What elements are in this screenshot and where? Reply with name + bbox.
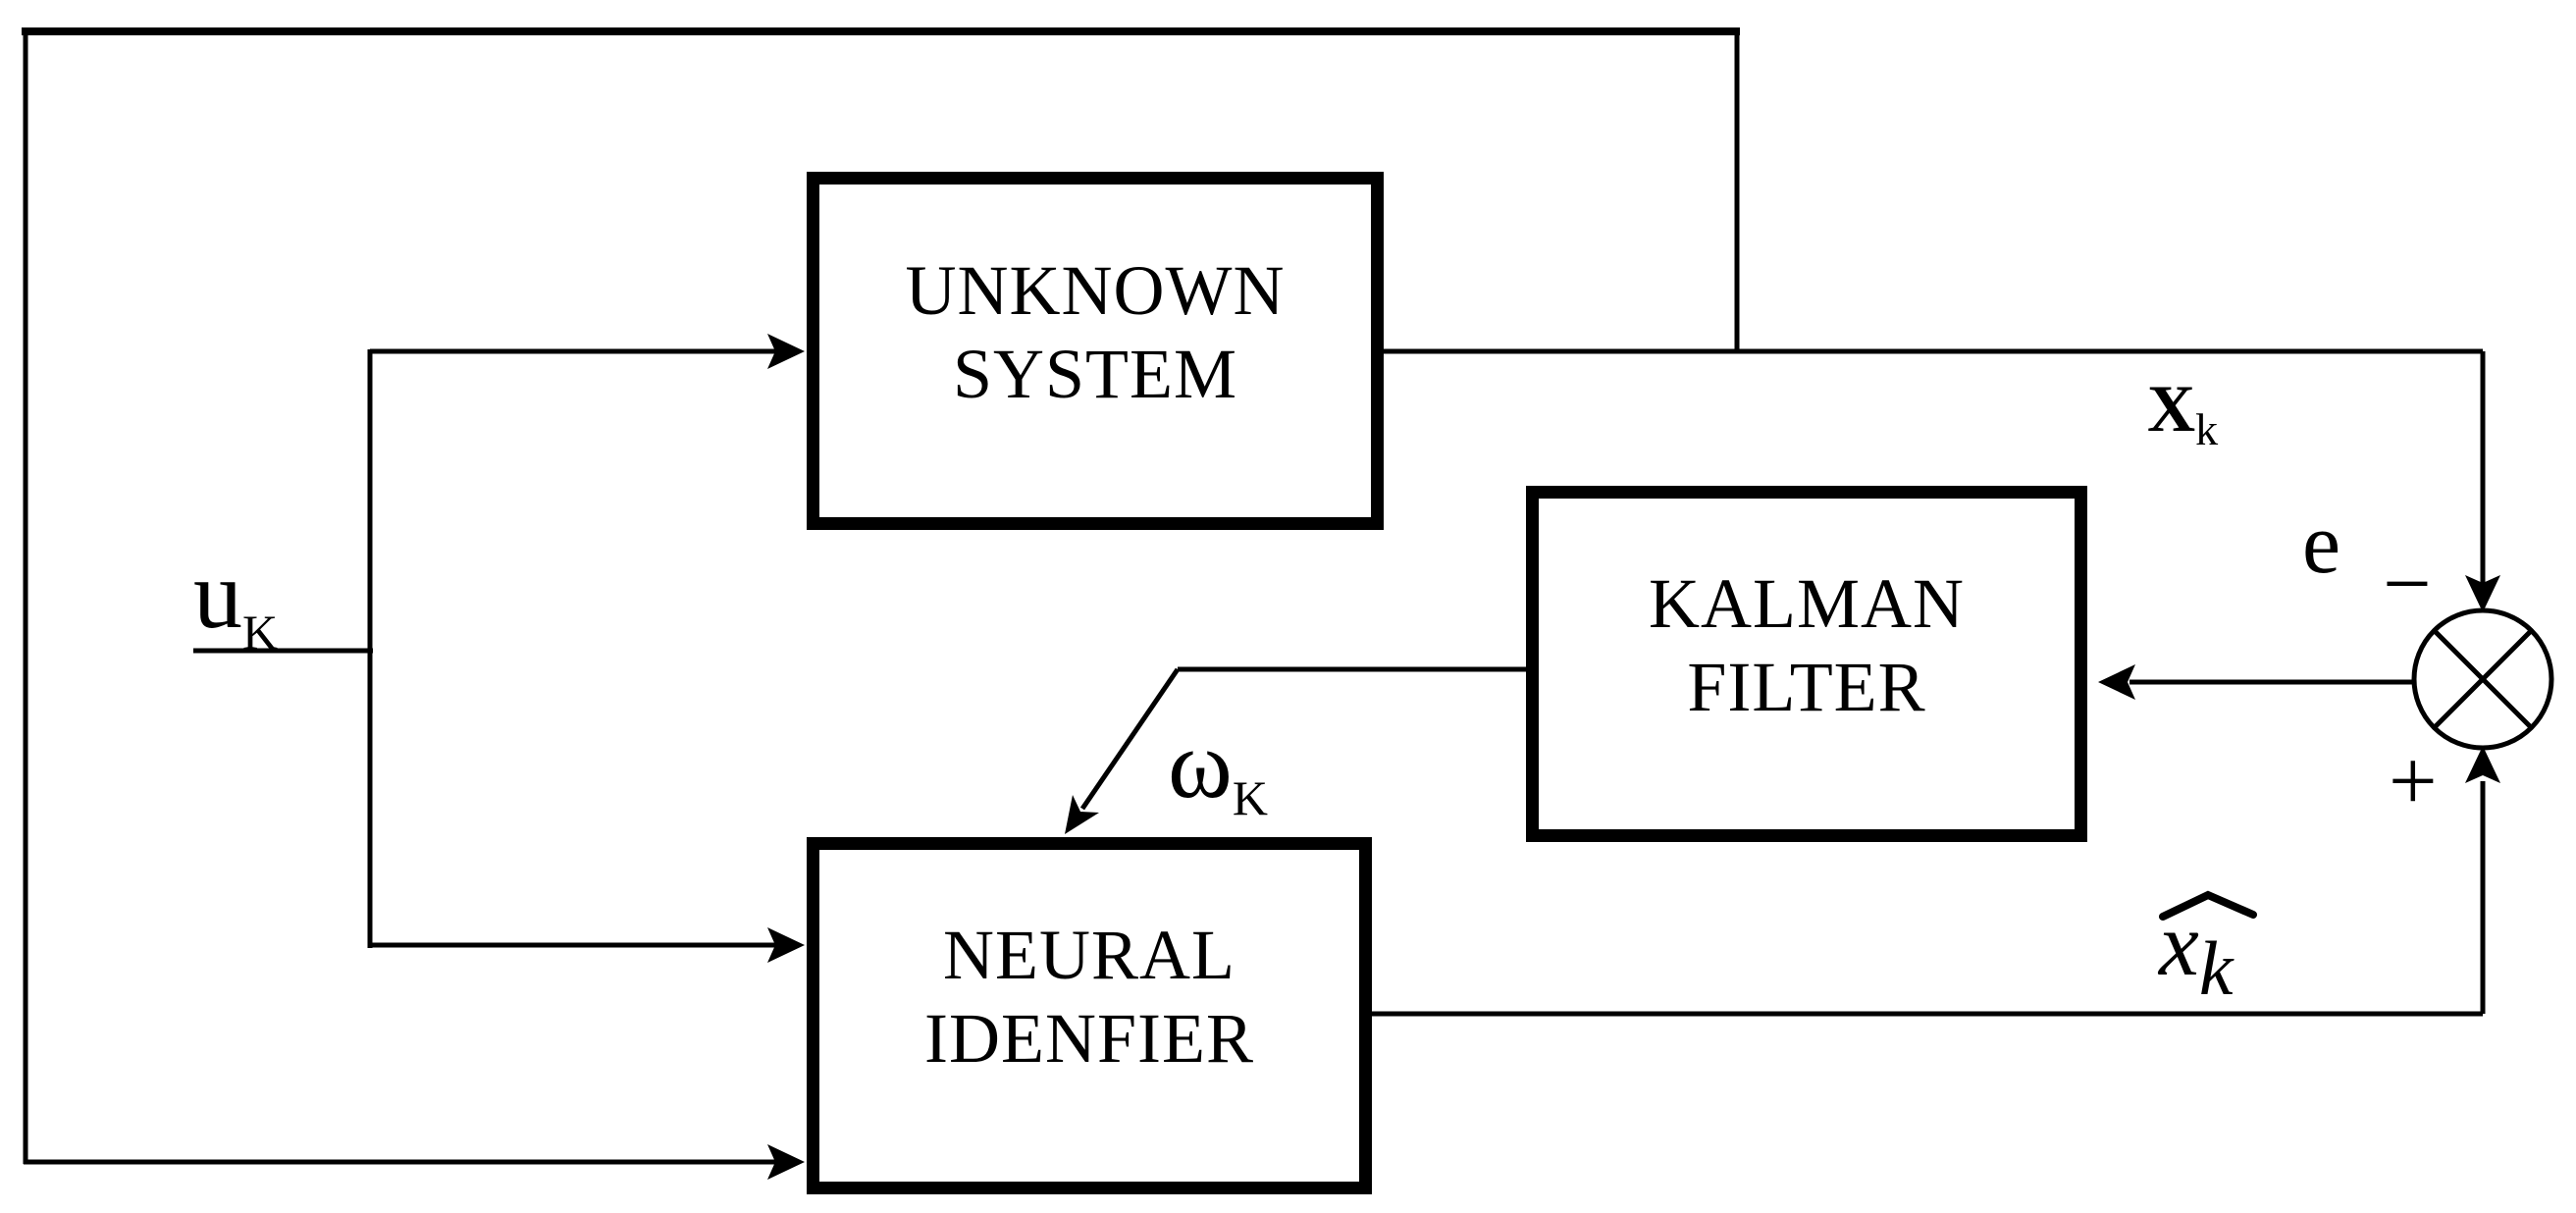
neural-identifier-line2: IDENFIER xyxy=(924,999,1254,1078)
block-neural-identifier: NEURAL IDENFIER xyxy=(807,837,1372,1194)
wire-weights-diagonal xyxy=(1079,667,1181,811)
hat-accent xyxy=(2159,890,2257,921)
label-error-e: e xyxy=(2302,497,2341,592)
block-unknown-system: UNKNOWN SYSTEM xyxy=(807,172,1384,530)
arrowhead-into-summing-bottom xyxy=(2465,746,2500,783)
label-state-xk: Xk xyxy=(2147,371,2219,454)
unknown-system-line2: SYSTEM xyxy=(952,334,1238,413)
label-input-uk: uK xyxy=(193,540,279,659)
arrowhead-into-summing-top xyxy=(2465,575,2500,612)
arrowhead-weights-into-neural-top xyxy=(1065,795,1099,834)
unknown-system-line1: UNKNOWN xyxy=(905,250,1286,330)
neural-identifier-line1: NEURAL xyxy=(943,916,1235,994)
label-minus-sign: − xyxy=(2383,537,2432,632)
label-plus-sign: + xyxy=(2389,734,2438,829)
label-estimate-xhat-k: xk xyxy=(2159,894,2234,1011)
arrowhead-into-unknown-system xyxy=(767,334,805,369)
arrowhead-into-kalman xyxy=(2098,664,2135,700)
label-weights-omega-k: ωK xyxy=(1168,710,1268,825)
arrowhead-into-neural-identifier-mid xyxy=(767,927,805,963)
block-kalman-filter: KALMAN FILTER xyxy=(1526,486,2087,842)
kalman-filter-line1: KALMAN xyxy=(1649,563,1965,643)
arrowhead-into-neural-identifier-bottom xyxy=(767,1144,805,1180)
summing-junction-cross-2 xyxy=(2433,629,2533,729)
kalman-filter-line2: FILTER xyxy=(1687,647,1926,726)
